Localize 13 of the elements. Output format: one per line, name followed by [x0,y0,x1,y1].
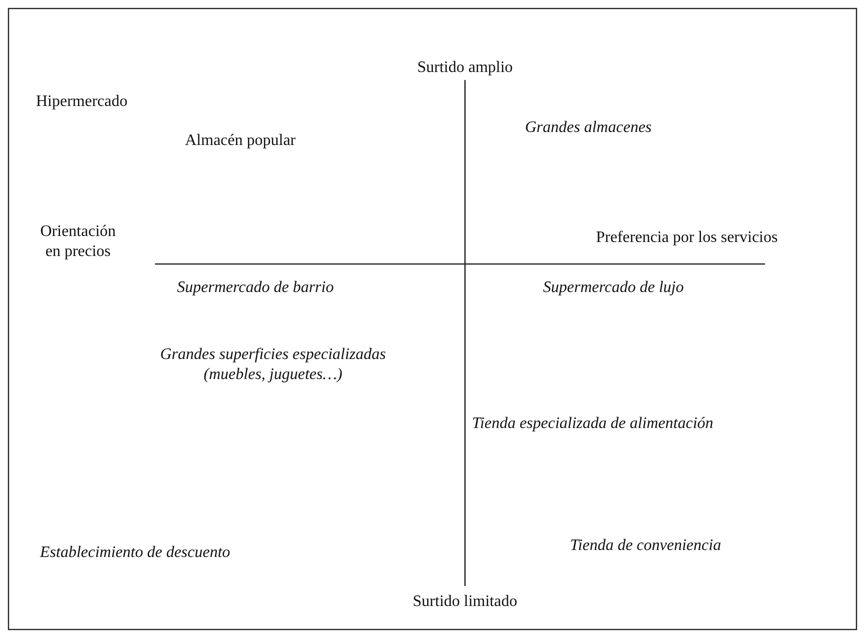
store-type-label: Almacén popular [185,131,296,151]
axis-label: Surtido amplio [417,58,513,78]
store-type-label: Establecimiento de descuento [40,543,230,563]
store-type-label: Grandes superficies especializadas (muebles, juguetes…) [159,345,387,385]
store-type-label: Grandes almacenes [525,118,652,138]
axis-label: Preferencia por los servicios [596,228,778,248]
store-type-label: Supermercado de barrio [177,278,334,298]
store-type-label: Hipermercado [36,92,128,112]
store-type-label: Tienda especializada de alimentación [472,414,714,434]
store-type-label: Supermercado de lujo [543,278,684,298]
axis-label: Orientación en precios [39,222,117,262]
axis-label: Surtido limitado [412,592,518,612]
store-type-label: Tienda de conveniencia [570,536,722,556]
